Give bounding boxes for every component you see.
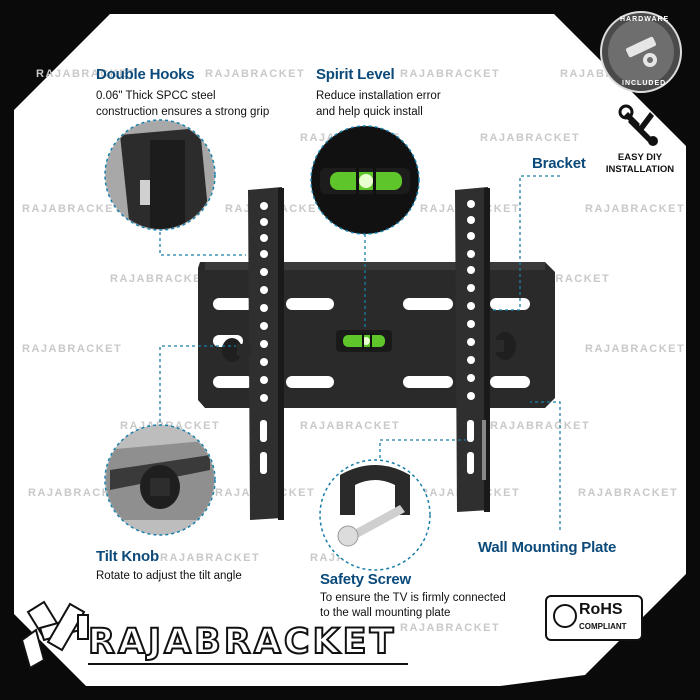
spirit-level-title: Spirit Level (316, 66, 395, 83)
watermark: RAJABRACKET (28, 487, 129, 499)
watermark: RAJABRACKET (22, 343, 123, 355)
double-hooks-desc-2: construction ensures a strong grip (96, 106, 270, 118)
watermark: RAJABRACKET (585, 343, 686, 355)
double-hooks-title: Double Hooks (96, 66, 195, 83)
tilt-knob-title: Tilt Knob (96, 548, 159, 565)
watermark: RAJABRACKET (22, 203, 123, 215)
left-bracket-arm (222, 187, 284, 520)
double-hooks-desc-1: 0.06" Thick SPCC steel (96, 90, 216, 102)
diy-line-1: EASY DIY (617, 152, 663, 163)
double-hooks-zoom (104, 119, 216, 231)
watermark: RAJABRACKET (578, 487, 679, 499)
watermark: RAJABRACKET (585, 203, 686, 215)
watermark: RAJABRACKET (110, 273, 211, 285)
tilt-knob-desc: Rotate to adjust the tilt angle (96, 570, 242, 582)
rohs-subtitle: COMPLIANT (579, 622, 627, 631)
diy-label: EASY DIY INSTALLATION (600, 152, 680, 176)
watermark: RAJABRACKET (160, 552, 261, 564)
safety-screw-title: Safety Screw (320, 571, 411, 588)
spirit-level-zoom (310, 125, 420, 235)
tilt-knob-zoom (104, 424, 216, 536)
diy-line-2: INSTALLATION (605, 164, 675, 175)
safety-screw-zoom (319, 459, 431, 571)
wall-plate-title: Wall Mounting Plate (478, 539, 617, 556)
right-bracket-arm (455, 187, 516, 512)
safety-screw-desc-2: to the wall mounting plate (320, 607, 451, 619)
watermark: RAJABRACKET (480, 132, 581, 144)
safety-screw-desc-1: To ensure the TV is firmly connected (320, 592, 506, 604)
watermark: RAJABRACKET (400, 622, 501, 634)
hardware-badge-top: HARDWARE (620, 16, 670, 23)
hardware-badge-bottom: INCLUDED (622, 80, 667, 87)
spirit-level-desc-1: Reduce installation error (316, 90, 441, 102)
bracket-title: Bracket (532, 155, 586, 172)
spirit-level-desc-2: and help quick install (316, 106, 423, 118)
check-icon (553, 604, 577, 628)
watermark: RAJABRACKET (400, 68, 501, 80)
watermark: RAJABRACKET (205, 68, 306, 80)
watermark: RAJABRACKET (490, 420, 591, 432)
watermark: RAJABRACKET (300, 420, 401, 432)
watermark: RAJABRACKET (36, 68, 137, 80)
brand-logo-text: RAJABRACKET (87, 621, 397, 663)
rohs-badge: RoHS COMPLIANT (545, 595, 643, 641)
rohs-title: RoHS (579, 601, 623, 618)
leader-lines (159, 175, 561, 530)
